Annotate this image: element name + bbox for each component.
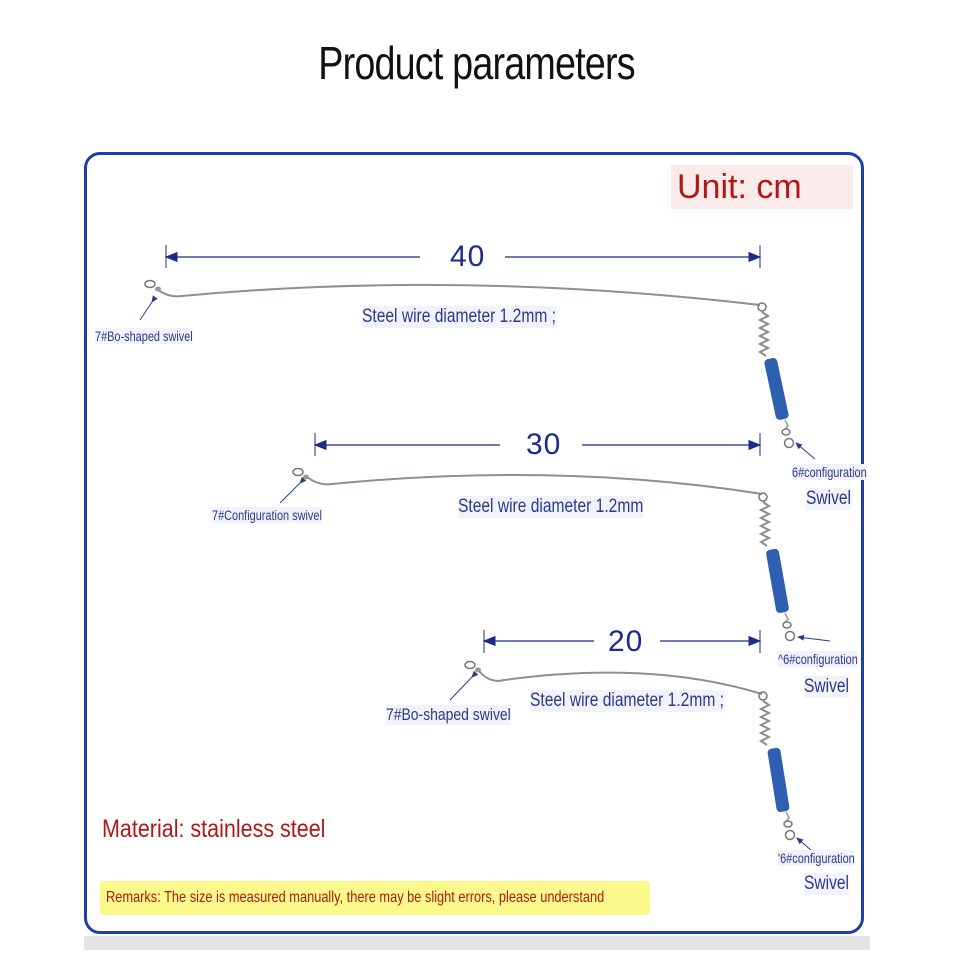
right-swivel-label-line1: 6#configuration	[792, 464, 867, 480]
leader-40	[139, 245, 816, 460]
remarks-banner: Remarks: The size is measured manually, …	[100, 881, 650, 915]
left-swivel-label: 7#Configuration swivel	[212, 507, 322, 523]
leader-20	[449, 630, 813, 852]
configuration-swivel-icon	[758, 492, 796, 642]
length-30: 30	[526, 428, 562, 461]
wire-diameter-label: Steel wire diameter 1.2mm	[458, 496, 644, 518]
right-swivel-label-line1: ^6#configuration	[778, 651, 858, 667]
steel-wire-30	[305, 474, 763, 495]
unit-label: Unit: cm	[671, 165, 853, 209]
frame-shadow	[84, 936, 870, 950]
right-swivel-label-line2: Swivel	[806, 488, 852, 510]
configuration-swivel-icon	[758, 691, 796, 841]
pointer-arrow	[279, 476, 307, 504]
configuration-swivel-icon	[292, 467, 309, 480]
pointer-arrow	[796, 837, 813, 852]
pointer-arrow	[797, 634, 831, 642]
steel-wire-40	[157, 283, 761, 306]
wire-diameter-label: Steel wire diameter 1.2mm ;	[530, 690, 724, 712]
right-swivel-label-line1: '6#configuration	[778, 850, 855, 866]
left-swivel-label: 7#Bo-shaped swivel	[386, 705, 511, 725]
pointer-arrow	[795, 442, 816, 460]
wire-diameter-label: Steel wire diameter 1.2mm ;	[362, 306, 556, 328]
right-swivel-label-line2: Swivel	[804, 676, 850, 698]
pointer-arrow	[449, 670, 479, 701]
material-label: Material: stainless steel	[102, 815, 326, 843]
length-40: 40	[450, 240, 486, 273]
left-swivel-label: 7#Bo-shaped swivel	[95, 328, 193, 344]
pointer-arrow	[139, 295, 158, 321]
right-swivel-label-line2: Swivel	[804, 873, 850, 895]
page-title: Product parameters	[318, 37, 635, 89]
length-20: 20	[608, 625, 644, 658]
steel-wire-20	[477, 669, 763, 695]
configuration-swivel-icon	[757, 302, 795, 449]
parameter-frame	[84, 152, 864, 934]
remarks-text: Remarks: The size is measured manually, …	[106, 889, 605, 906]
bo-shaped-swivel-icon	[464, 660, 481, 673]
leader-30	[279, 433, 831, 642]
bo-shaped-swivel-icon	[144, 279, 161, 292]
